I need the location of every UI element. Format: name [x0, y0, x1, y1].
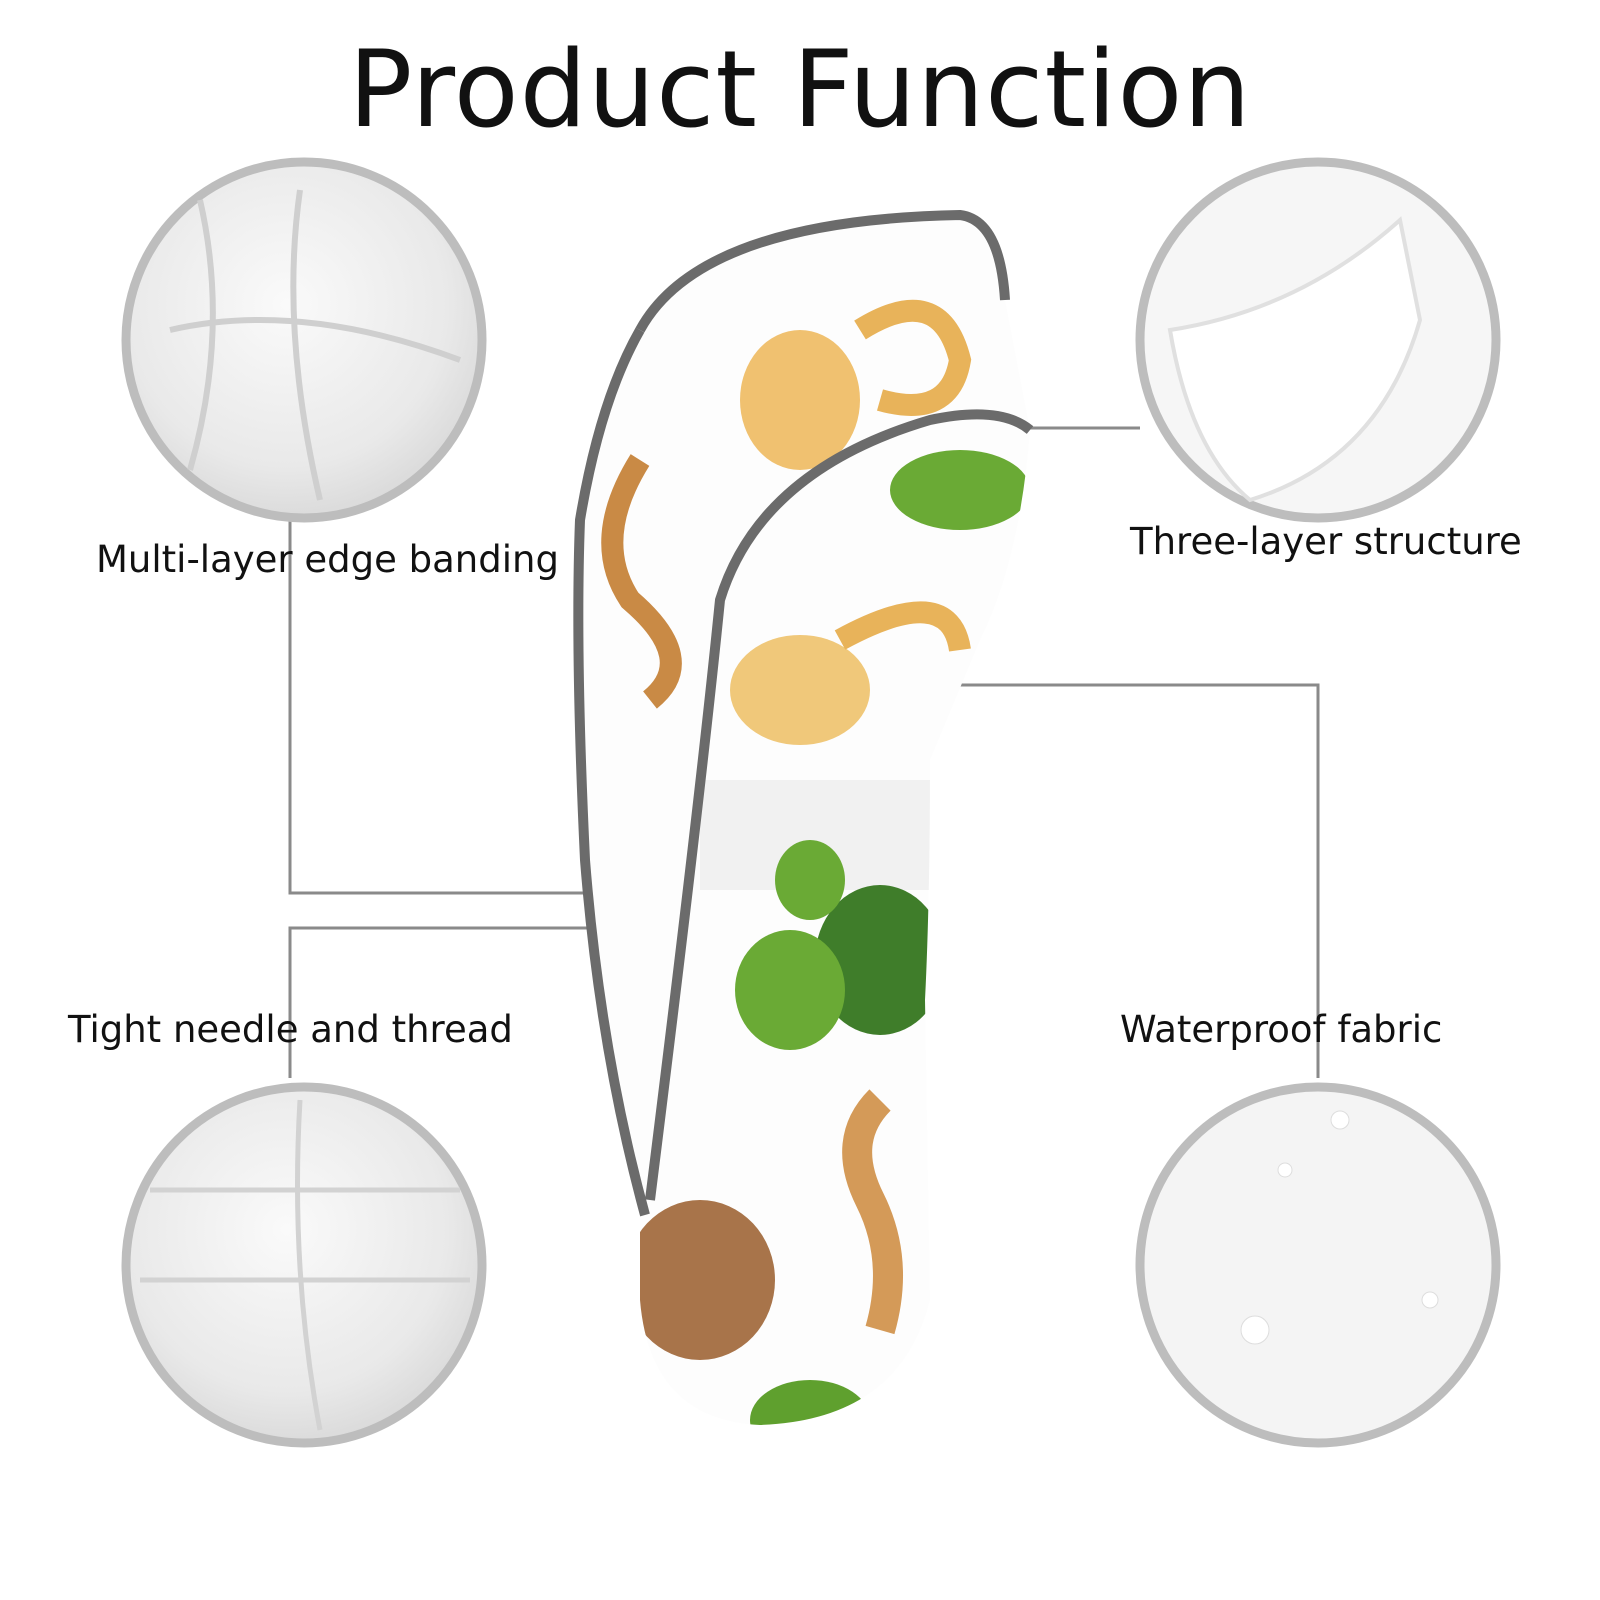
connector-lines — [288, 426, 1320, 1078]
headcover-product — [573, 209, 1034, 1425]
feature-label-waterproof: Waterproof fabric — [1120, 1008, 1443, 1051]
detail-circle-waterproof — [1135, 1082, 1501, 1448]
detail-circle-edge-banding — [121, 157, 487, 523]
page-title: Product Function — [348, 28, 1252, 151]
feature-label-needle-thread: Tight needle and thread — [68, 1008, 513, 1051]
detail-circle-needle-thread — [121, 1082, 487, 1448]
feature-label-edge-banding: Multi-layer edge banding — [96, 538, 559, 581]
detail-circle-three-layer — [1135, 157, 1501, 523]
feature-label-three-layer: Three-layer structure — [1130, 520, 1522, 563]
